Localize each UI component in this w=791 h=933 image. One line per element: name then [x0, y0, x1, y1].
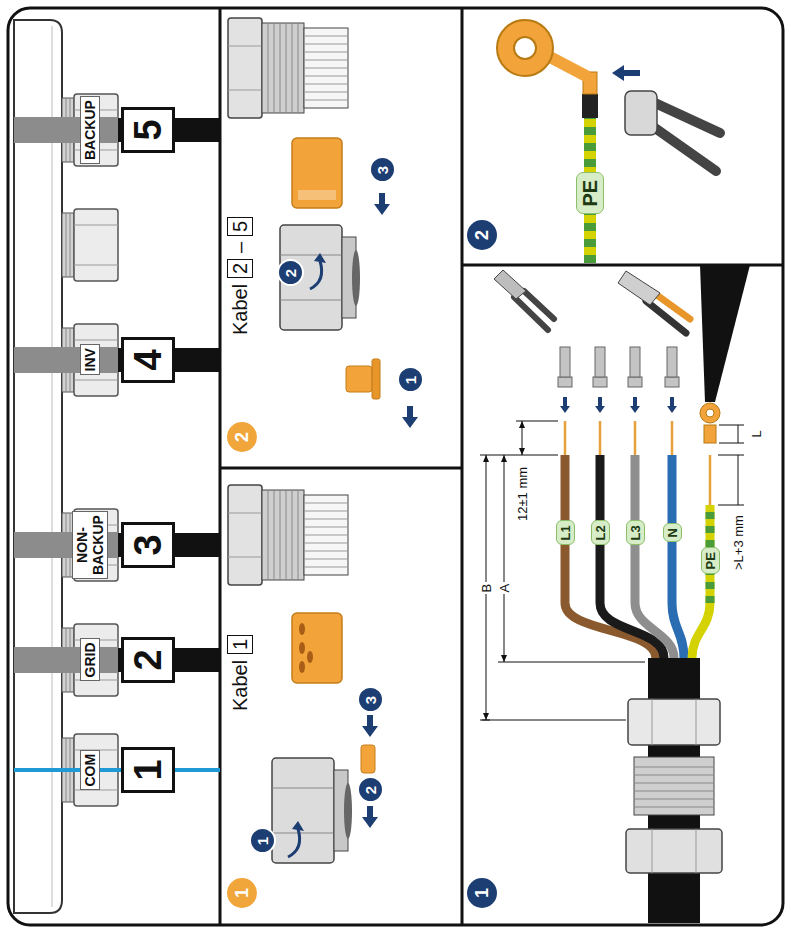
port-number-box: 4: [121, 337, 175, 383]
node-text: PE: [703, 552, 718, 569]
wire-label: L2: [591, 520, 610, 545]
node-text: 5: [129, 119, 167, 140]
node-text: 1: [228, 639, 252, 650]
dimension-label: L: [749, 428, 764, 439]
wire-label: L3: [626, 520, 645, 545]
wire-label: PE: [701, 547, 720, 574]
node-text: 3: [129, 534, 167, 555]
device-housing: [14, 20, 220, 913]
node-text: 4: [129, 349, 167, 370]
node-text: 2: [228, 263, 252, 274]
node-text: L3: [628, 525, 643, 540]
wire-label: L1: [556, 520, 575, 545]
dimension-label: B: [479, 582, 494, 595]
boxed-number: 5: [227, 217, 253, 236]
node-text: 5: [228, 221, 252, 232]
node-text: 3: [362, 696, 379, 704]
port-tag: BACKUP: [80, 96, 100, 164]
node-text: 2: [232, 432, 253, 442]
port-tag: GRID: [80, 639, 100, 682]
pe-ring-terminal: [497, 20, 720, 263]
node-text: 2: [129, 649, 167, 670]
step-circle: 2: [467, 220, 497, 250]
node-text: 1: [254, 837, 271, 845]
port-tag: COM: [80, 750, 100, 791]
cable-stripping: [480, 265, 750, 923]
port-number-box: 1: [121, 747, 175, 793]
port-number-box: 3: [121, 522, 175, 568]
wire-label: PE: [576, 172, 604, 215]
substep-badge: 1: [397, 367, 424, 394]
substep-badge: 3: [357, 687, 384, 714]
node-text: 1: [472, 888, 493, 898]
port-tag: NON- BACKUP: [72, 511, 108, 579]
cable-caption: Kabel: [228, 660, 252, 711]
node-text: 2: [362, 786, 379, 794]
port-number-box: 5: [121, 107, 175, 153]
node-text: 1: [129, 759, 167, 780]
node-text: 1: [402, 376, 419, 384]
boxed-number: 1: [227, 635, 253, 654]
gland-parts-cable-2-5: [228, 18, 418, 428]
node-text: 2: [282, 269, 299, 277]
step-circle: 2: [227, 422, 257, 452]
node-text: 1: [232, 888, 253, 898]
dimension-label: 12±1 mm: [515, 465, 530, 523]
node-text: 2: [472, 230, 493, 240]
node-text: L2: [593, 525, 608, 540]
node-text: N: [665, 528, 680, 537]
step-circle: 1: [227, 878, 257, 908]
boxed-number: 2: [227, 259, 253, 278]
gland-parts-cable-1: [228, 485, 378, 863]
substep-badge: 3: [369, 157, 396, 184]
dimension-label: A: [497, 582, 512, 595]
cable-caption: Kabel: [228, 284, 252, 335]
wire-label: N: [663, 523, 682, 542]
node-text: L1: [558, 525, 573, 540]
port-tag: INV: [80, 344, 100, 375]
node-text: 3: [374, 166, 391, 174]
dimension-label: >L+3 mm: [731, 513, 746, 572]
step-circle: 1: [467, 878, 497, 908]
substep-badge: 2: [357, 777, 384, 804]
port-number-box: 2: [121, 637, 175, 683]
cable-caption: –: [228, 242, 252, 253]
substep-badge: 2: [277, 260, 304, 287]
node-text: PE: [579, 180, 601, 207]
substep-badge: 1: [249, 828, 276, 855]
